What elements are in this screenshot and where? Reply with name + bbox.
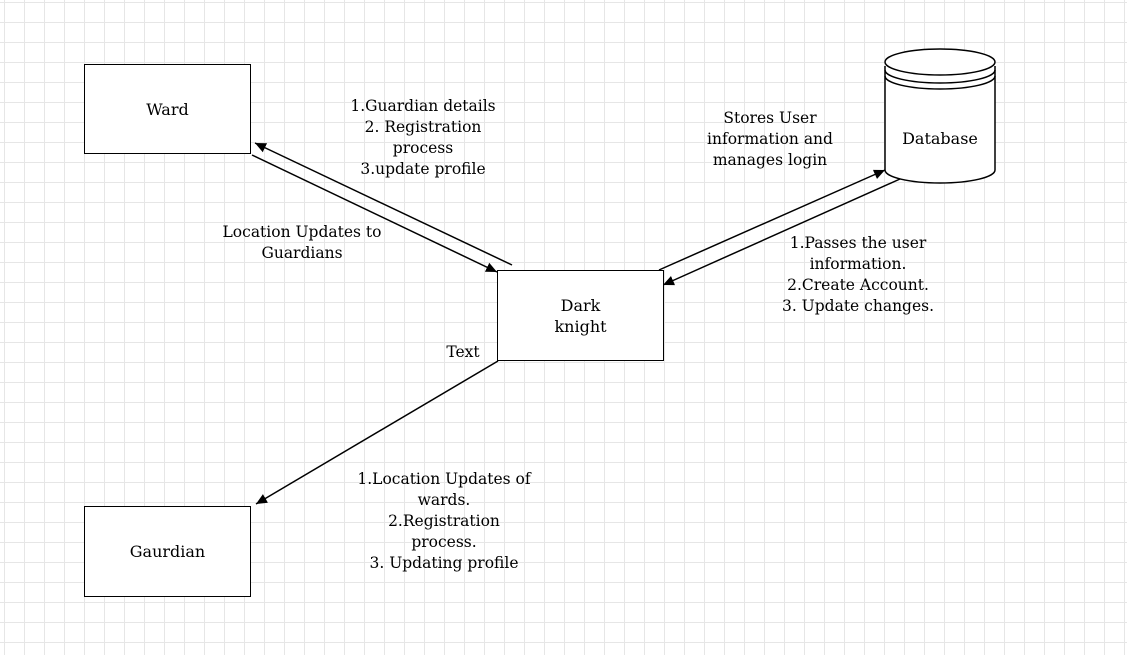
location-updates-label: Location Updates to Guardians [222,223,382,262]
guardian-node[interactable]: Gaurdian [84,506,251,597]
text-label: Text [446,343,480,361]
database-description-label: Stores User information and manages logi… [707,109,833,169]
edge-darkknight-to-database[interactable] [658,169,886,271]
edge-ward-to-darkknight[interactable] [251,154,498,273]
dark-knight-node[interactable]: Dark knight [497,270,664,361]
dark-knight-label-line2: knight [554,316,607,336]
ward-edge-label: 1.Guardian details 2. Registration proce… [350,97,496,178]
edge-database-to-darkknight[interactable] [662,178,901,286]
guardian-node-label: Gaurdian [129,542,206,561]
guardian-edge-label: 1.Location Updates of wards. 2.Registrat… [357,470,531,572]
edge-darkknight-to-guardian[interactable] [255,360,499,505]
dark-knight-label-line1: Dark [560,295,601,315]
ward-node[interactable]: Ward [84,64,251,154]
database-edge-label: 1.Passes the user information. 2.Create … [781,234,935,315]
ward-node-label: Ward [146,99,189,119]
database-cylinder[interactable] [884,48,996,184]
edge-darkknight-to-ward[interactable] [254,142,513,266]
database-node-label: Database [902,129,978,148]
